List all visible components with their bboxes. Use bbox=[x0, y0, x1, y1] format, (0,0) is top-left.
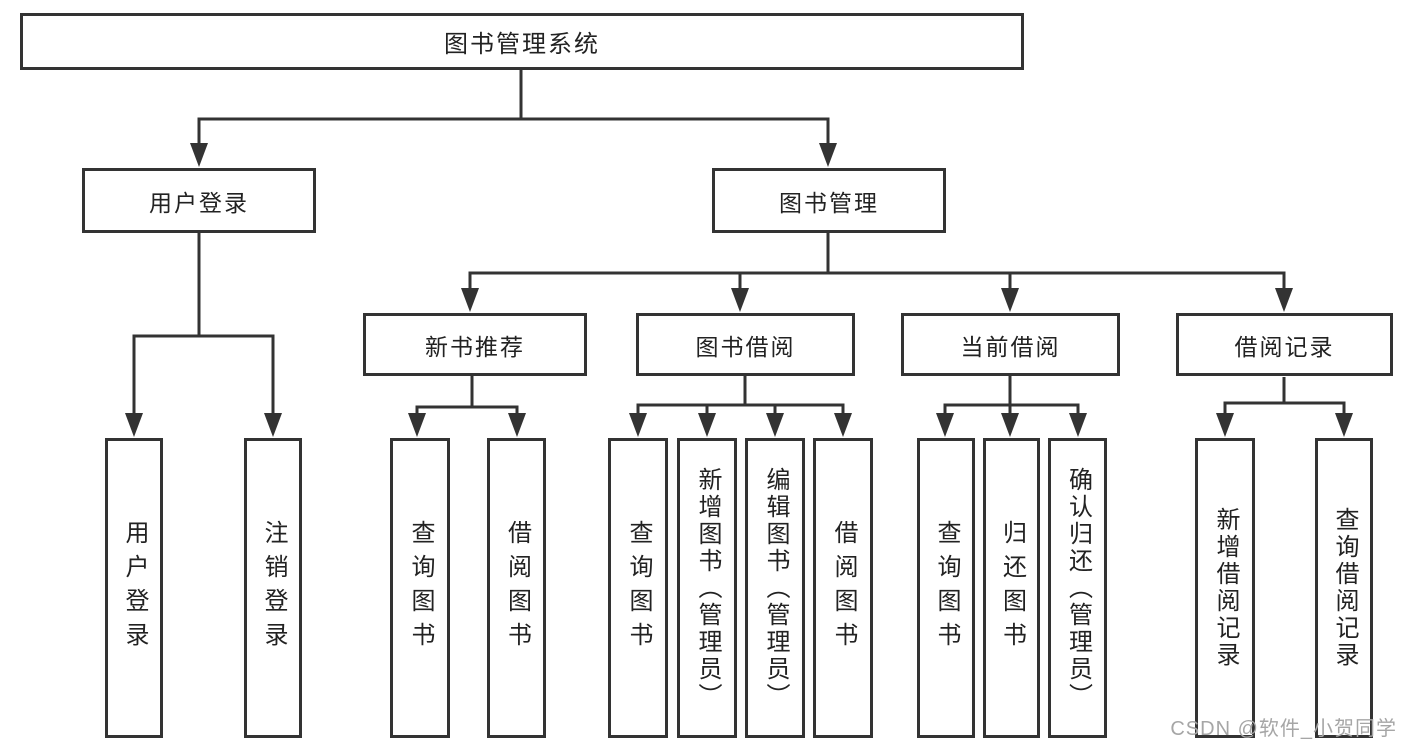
node-new-book-recommend: 新书推荐 bbox=[363, 313, 587, 376]
csdn-watermark: CSDN @软件_小贺同学 bbox=[1170, 718, 1397, 740]
node-book-management: 图书管理 bbox=[712, 168, 946, 233]
node-library-system: 图书管理系统 bbox=[20, 13, 1024, 70]
leaf-return-books-label: 归还图书 bbox=[998, 520, 1026, 656]
leaf-logout-label: 注销登录 bbox=[260, 520, 287, 656]
leaf-add-borrow-record: 新增借阅记录 bbox=[1195, 438, 1255, 738]
leaf-add-book-admin-label: 新增图书（管理员） bbox=[694, 466, 721, 710]
leaf-query-borrow-record-label: 查询借阅记录 bbox=[1331, 507, 1358, 669]
leaf-user-login: 用户登录 bbox=[105, 438, 163, 738]
leaf-add-borrow-record-label: 新增借阅记录 bbox=[1212, 507, 1239, 669]
node-user-login-label: 用户登录 bbox=[149, 189, 249, 216]
node-current-borrowing-label: 当前借阅 bbox=[960, 333, 1061, 360]
leaf-edit-book-admin: 编辑图书（管理员） bbox=[745, 438, 805, 738]
node-borrow-records: 借阅记录 bbox=[1176, 313, 1393, 376]
leaf-query-books-2: 查询图书 bbox=[608, 438, 668, 738]
leaf-query-borrow-record: 查询借阅记录 bbox=[1315, 438, 1373, 738]
leaf-logout: 注销登录 bbox=[244, 438, 302, 738]
leaf-query-books-3: 查询图书 bbox=[917, 438, 975, 738]
node-book-borrowing: 图书借阅 bbox=[636, 313, 855, 376]
leaf-confirm-return-admin-label: 确认归还（管理员） bbox=[1064, 466, 1092, 710]
node-current-borrowing: 当前借阅 bbox=[901, 313, 1120, 376]
leaf-query-books-3-label: 查询图书 bbox=[933, 520, 960, 656]
leaf-query-books-1-label: 查询图书 bbox=[407, 520, 434, 656]
node-new-book-recommend-label: 新书推荐 bbox=[425, 333, 525, 360]
leaf-add-book-admin: 新增图书（管理员） bbox=[677, 438, 737, 738]
leaf-edit-book-admin-label: 编辑图书（管理员） bbox=[762, 466, 789, 710]
node-user-login: 用户登录 bbox=[82, 168, 316, 233]
leaf-return-books: 归还图书 bbox=[983, 438, 1040, 738]
leaf-query-books-1: 查询图书 bbox=[390, 438, 450, 738]
leaf-borrow-books-2-label: 借阅图书 bbox=[830, 520, 857, 656]
node-book-borrowing-label: 图书借阅 bbox=[695, 333, 796, 360]
leaf-user-login-label: 用户登录 bbox=[121, 520, 148, 656]
arrowheads bbox=[125, 143, 1353, 437]
node-book-management-label: 图书管理 bbox=[779, 189, 879, 216]
node-borrow-records-label: 借阅记录 bbox=[1234, 333, 1335, 360]
leaf-borrow-books-2: 借阅图书 bbox=[813, 438, 873, 738]
node-library-system-label: 图书管理系统 bbox=[444, 31, 600, 58]
leaf-query-books-2-label: 查询图书 bbox=[625, 520, 652, 656]
leaf-borrow-books-1-label: 借阅图书 bbox=[503, 520, 531, 656]
leaf-borrow-books-1: 借阅图书 bbox=[487, 438, 546, 738]
leaf-confirm-return-admin: 确认归还（管理员） bbox=[1048, 438, 1107, 738]
